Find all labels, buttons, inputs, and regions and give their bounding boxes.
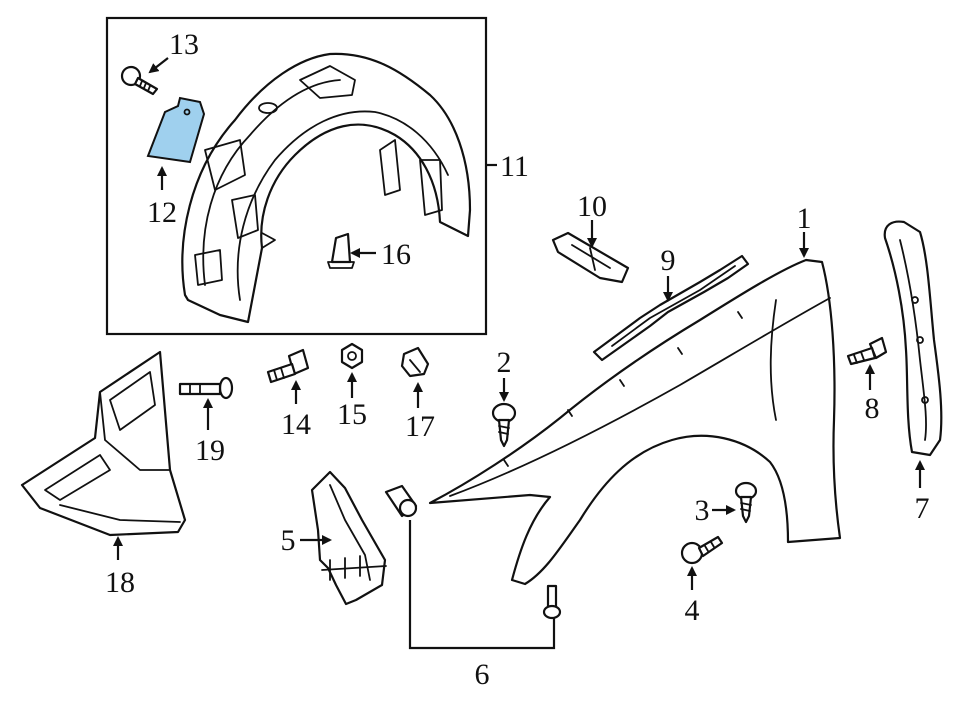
part-19-push-pin[interactable] <box>178 376 234 400</box>
callout-1: 1 <box>797 202 812 235</box>
part-8-bolt[interactable] <box>846 336 888 366</box>
part-16-clip[interactable] <box>327 232 355 269</box>
part-3-screw[interactable] <box>734 481 758 524</box>
callout-15: 15 <box>337 398 367 431</box>
part-17-clip[interactable] <box>400 346 430 378</box>
callout-8: 8 <box>865 392 880 425</box>
callout-2: 2 <box>497 346 512 379</box>
part-1-fender[interactable] <box>428 258 842 586</box>
part-6-bolts[interactable] <box>384 484 562 620</box>
part-7-seal[interactable] <box>883 220 943 457</box>
part-13-bolt[interactable] <box>120 65 159 96</box>
part-18-under-cover[interactable] <box>20 350 187 537</box>
part-9-seal-strip[interactable] <box>592 254 750 362</box>
callout-17: 17 <box>405 410 435 443</box>
callout-19: 19 <box>195 434 225 467</box>
callout-5: 5 <box>281 524 296 557</box>
part-5-bracket[interactable] <box>310 470 387 606</box>
callout-12: 12 <box>147 196 177 229</box>
part-2-screw[interactable] <box>491 402 517 448</box>
part-12-pad[interactable] <box>146 96 206 164</box>
part-15-nut[interactable] <box>340 342 364 370</box>
liner-group-frame <box>105 16 497 336</box>
leader-6 <box>408 520 556 650</box>
callout-18: 18 <box>105 566 135 599</box>
callout-16: 16 <box>381 238 411 271</box>
callout-7: 7 <box>915 492 930 525</box>
callout-4: 4 <box>685 594 700 627</box>
part-14-bolt[interactable] <box>266 348 310 384</box>
callout-11: 11 <box>500 150 529 183</box>
callout-labels: 1 2 3 4 5 6 7 8 9 10 11 12 13 14 15 16 1… <box>105 28 930 691</box>
callout-9: 9 <box>661 244 676 277</box>
part-11-fender-liner[interactable] <box>181 52 472 324</box>
callout-10: 10 <box>577 190 607 223</box>
part-4-screw[interactable] <box>680 535 724 565</box>
part-10-bracket[interactable] <box>551 231 630 284</box>
callout-6: 6 <box>475 658 490 691</box>
callout-3: 3 <box>695 494 710 527</box>
leader-lines <box>113 57 925 650</box>
callout-14: 14 <box>281 408 311 441</box>
callout-13: 13 <box>169 28 199 61</box>
leader-13 <box>148 57 169 74</box>
